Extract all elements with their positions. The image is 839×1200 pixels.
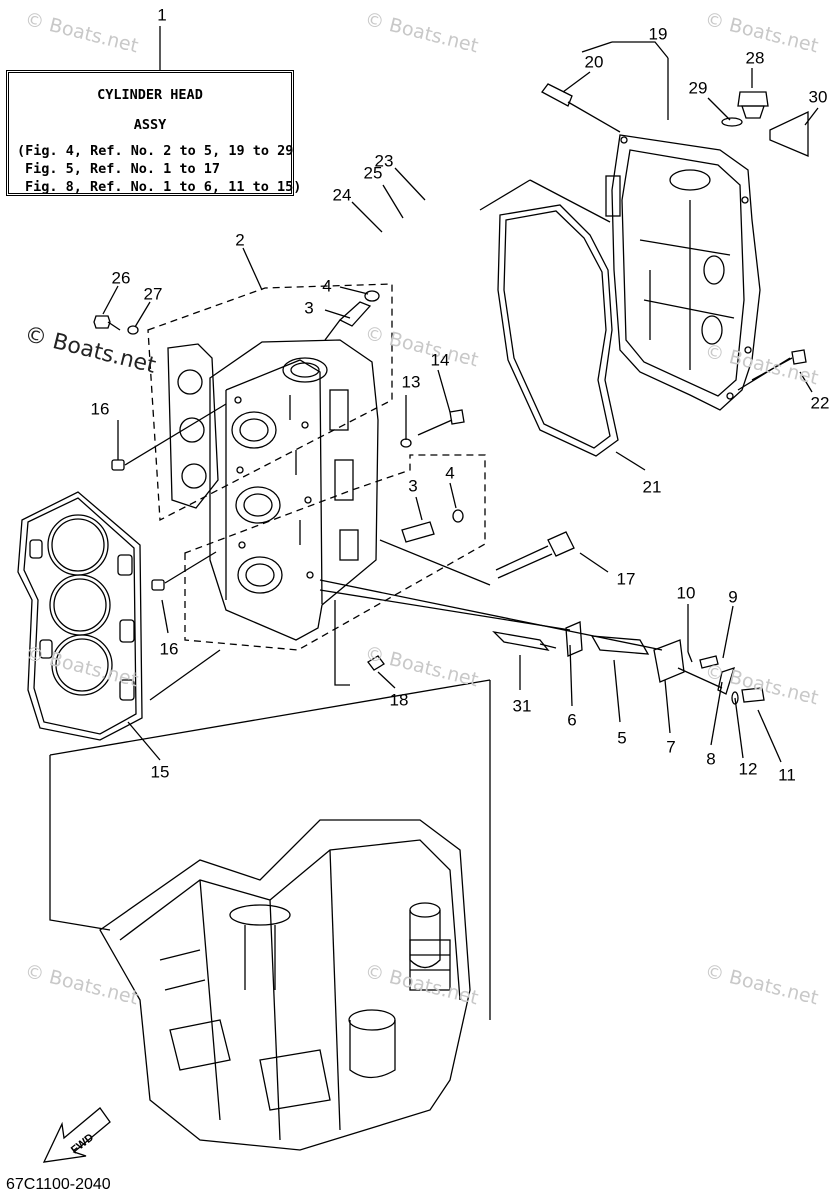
- exhaust-gasket: [167, 343, 219, 509]
- callout-10: 10: [676, 583, 696, 603]
- callout-20: 20: [584, 52, 604, 72]
- callout-18: 18: [389, 690, 409, 710]
- leader-lines: [49, 26, 819, 1020]
- callout-25: 25: [363, 163, 383, 183]
- callout-4: 4: [322, 276, 332, 296]
- cylinder-head-gasket: [17, 491, 143, 741]
- callout-23: 23: [374, 151, 394, 171]
- callout-9: 9: [728, 587, 738, 607]
- callout-4: 4: [445, 463, 455, 483]
- info-title-line2: ASSY: [133, 117, 167, 133]
- callout-22: 22: [810, 393, 830, 413]
- callout-28: 28: [745, 48, 765, 68]
- cover-small-parts: [541, 83, 809, 381]
- info-title-line1: CYLINDER HEAD: [97, 87, 203, 103]
- callout-13: 13: [401, 372, 421, 392]
- callout-12: 12: [738, 759, 758, 779]
- fwd-arrow: [42, 1107, 111, 1163]
- callout-6: 6: [567, 710, 577, 730]
- thermo-parts: [492, 621, 765, 705]
- callout-21: 21: [642, 477, 662, 497]
- cylinder-head-cover: [605, 134, 761, 411]
- info-note-3: Fig. 8, Ref. No. 1 to 6, 11 to 15): [25, 179, 302, 195]
- cylinder-head: [209, 339, 379, 641]
- callout-1: 1: [157, 5, 167, 25]
- drawing-code: 67C1100-2040: [6, 1176, 111, 1193]
- head-cover-gasket: [497, 204, 619, 457]
- callout-29: 29: [688, 78, 708, 98]
- callout-19: 19: [648, 24, 668, 44]
- dashed-group-outlines: [147, 283, 486, 651]
- callout-5: 5: [617, 728, 627, 748]
- assembly-info-box: CYLINDER HEAD ASSY (Fig. 4, Ref. No. 2 t…: [6, 70, 301, 196]
- callout-15: 15: [150, 762, 170, 782]
- callout-11: 11: [778, 765, 796, 785]
- callout-14: 14: [430, 350, 450, 370]
- cylinder-block: [99, 819, 471, 1151]
- callout-27: 27: [143, 284, 163, 304]
- callout-31: 31: [512, 696, 532, 716]
- callout-2: 2: [235, 230, 245, 250]
- callout-3: 3: [408, 476, 418, 496]
- callout-7: 7: [666, 737, 676, 757]
- info-note-1: (Fig. 4, Ref. No. 2 to 5, 19 to 29: [17, 143, 294, 159]
- callout-16: 16: [90, 399, 110, 419]
- callout-24: 24: [332, 185, 352, 205]
- callout-3: 3: [304, 298, 314, 318]
- callout-16: 16: [159, 639, 179, 659]
- callout-30: 30: [808, 87, 828, 107]
- info-note-2: Fig. 5, Ref. No. 1 to 17: [25, 161, 221, 177]
- callout-26: 26: [111, 268, 131, 288]
- callout-8: 8: [706, 749, 716, 769]
- callout-17: 17: [616, 569, 636, 589]
- head-small-parts: [93, 290, 575, 671]
